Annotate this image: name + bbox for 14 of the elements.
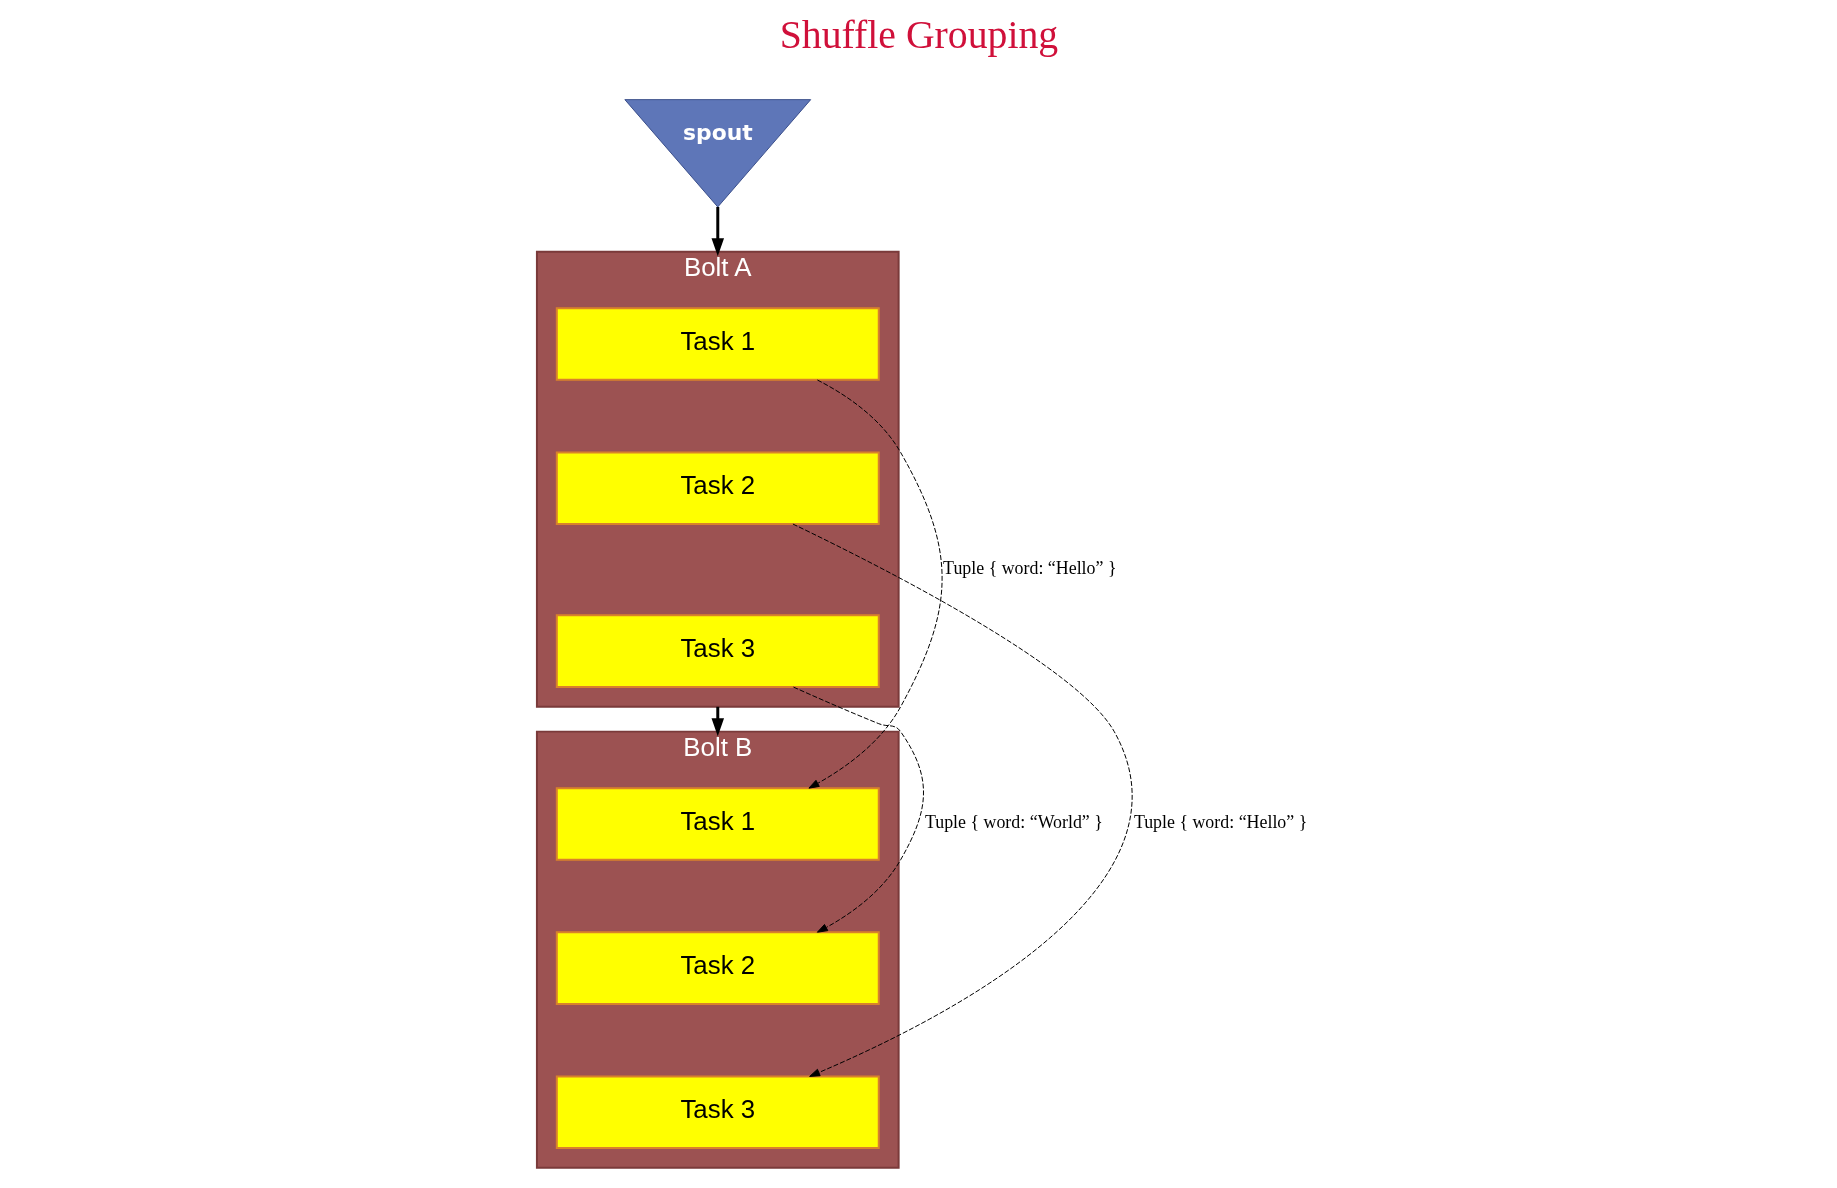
node-box: Task 3 (555, 1075, 880, 1149)
diagram-title: Shuffle Grouping (779, 12, 1058, 57)
node-box: Task 1 (555, 787, 880, 861)
arrow (791, 523, 1132, 1077)
node-box: Task 3 (555, 614, 880, 688)
edge-label: Tuple { word: “Hello” } (942, 558, 1116, 579)
node-box: Task 1 (555, 307, 880, 381)
edge-label: Tuple { word: “World” } (924, 812, 1103, 833)
arrow (807, 379, 943, 789)
node-box: Task 2 (555, 931, 880, 1005)
arrow (792, 686, 924, 933)
node-box: Task 2 (555, 451, 880, 525)
arrow (711, 206, 724, 257)
edge-label: Tuple { word: “Hello” } (1133, 812, 1307, 833)
